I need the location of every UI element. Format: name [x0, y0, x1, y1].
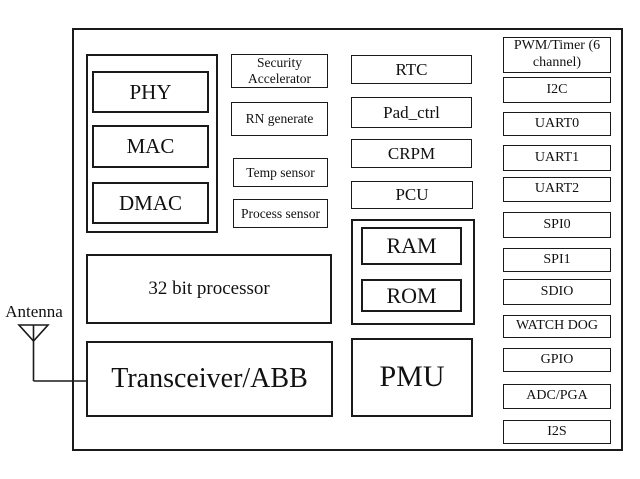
block-rn-generate: RN generate — [231, 102, 328, 136]
block-spi0-label: SPI0 — [543, 216, 571, 232]
block-process-sensor-label: Process sensor — [240, 205, 321, 221]
block-rtc: RTC — [351, 55, 472, 84]
block-spi1: SPI1 — [503, 248, 611, 272]
antenna-label: Antenna — [5, 302, 63, 321]
block-sdio-label: SDIO — [540, 283, 574, 299]
block-watch-dog: WATCH DOG — [503, 315, 611, 338]
block-uart2: UART2 — [503, 177, 611, 202]
chip-boundary: PHY MAC DMAC 32 bit processor Transceive… — [72, 28, 623, 451]
block-pmu-label: PMU — [379, 360, 445, 394]
block-rom: ROM — [361, 279, 462, 312]
block-sdio: SDIO — [503, 279, 611, 305]
block-i2s: I2S — [503, 420, 611, 444]
block-32bit-processor: 32 bit processor — [86, 254, 332, 324]
memory-group: RAM ROM — [351, 219, 475, 325]
block-uart0: UART0 — [503, 112, 611, 136]
block-process-sensor: Process sensor — [233, 199, 328, 228]
block-spi1-label: SPI1 — [543, 251, 571, 267]
block-mac-label: MAC — [126, 134, 175, 159]
block-watch-dog-label: WATCH DOG — [515, 318, 599, 334]
block-pad-ctrl: Pad_ctrl — [351, 97, 472, 128]
block-uart0-label: UART0 — [534, 115, 580, 131]
block-uart2-label: UART2 — [534, 181, 580, 197]
block-pcu: PCU — [351, 181, 473, 209]
block-spi0: SPI0 — [503, 212, 611, 238]
block-gpio-label: GPIO — [540, 351, 574, 367]
block-ram-label: RAM — [386, 233, 437, 259]
block-temp-sensor: Temp sensor — [233, 158, 328, 187]
block-security-accelerator-label: Security Accelerator — [248, 55, 311, 86]
block-rom-label: ROM — [386, 282, 437, 308]
block-dmac: DMAC — [92, 182, 209, 224]
block-phy: PHY — [92, 71, 209, 113]
block-pwm-timer: PWM/Timer (6 channel) — [503, 37, 611, 73]
block-rtc-label: RTC — [395, 59, 428, 79]
block-transceiver-abb-label: Transceiver/ABB — [111, 362, 308, 394]
block-rn-generate-label: RN generate — [245, 111, 314, 127]
block-uart1: UART1 — [503, 145, 611, 171]
block-adc-pga-label: ADC/PGA — [526, 388, 588, 404]
block-pad-ctrl-label: Pad_ctrl — [383, 102, 440, 122]
block-transceiver-abb: Transceiver/ABB — [86, 341, 333, 417]
block-security-accelerator: Security Accelerator — [231, 54, 328, 88]
block-gpio: GPIO — [503, 348, 611, 372]
block-i2c: I2C — [503, 77, 611, 103]
block-dmac-label: DMAC — [118, 190, 182, 215]
block-uart1-label: UART1 — [534, 149, 580, 165]
block-i2s-label: I2S — [547, 423, 567, 439]
block-mac: MAC — [92, 125, 209, 168]
block-i2c-label: I2C — [546, 81, 568, 97]
wireless-group: PHY MAC DMAC — [86, 54, 218, 233]
block-pmu: PMU — [351, 338, 473, 417]
antenna-icon — [17, 324, 87, 382]
block-adc-pga: ADC/PGA — [503, 384, 611, 409]
block-32bit-processor-label: 32 bit processor — [148, 278, 270, 300]
block-ram: RAM — [361, 227, 462, 265]
block-temp-sensor-label: Temp sensor — [246, 164, 315, 180]
block-pwm-timer-label: PWM/Timer (6 channel) — [513, 38, 601, 70]
block-pcu-label: PCU — [395, 185, 429, 205]
block-phy-label: PHY — [129, 79, 172, 104]
block-crpm: CRPM — [351, 139, 472, 168]
block-crpm-label: CRPM — [387, 143, 436, 163]
